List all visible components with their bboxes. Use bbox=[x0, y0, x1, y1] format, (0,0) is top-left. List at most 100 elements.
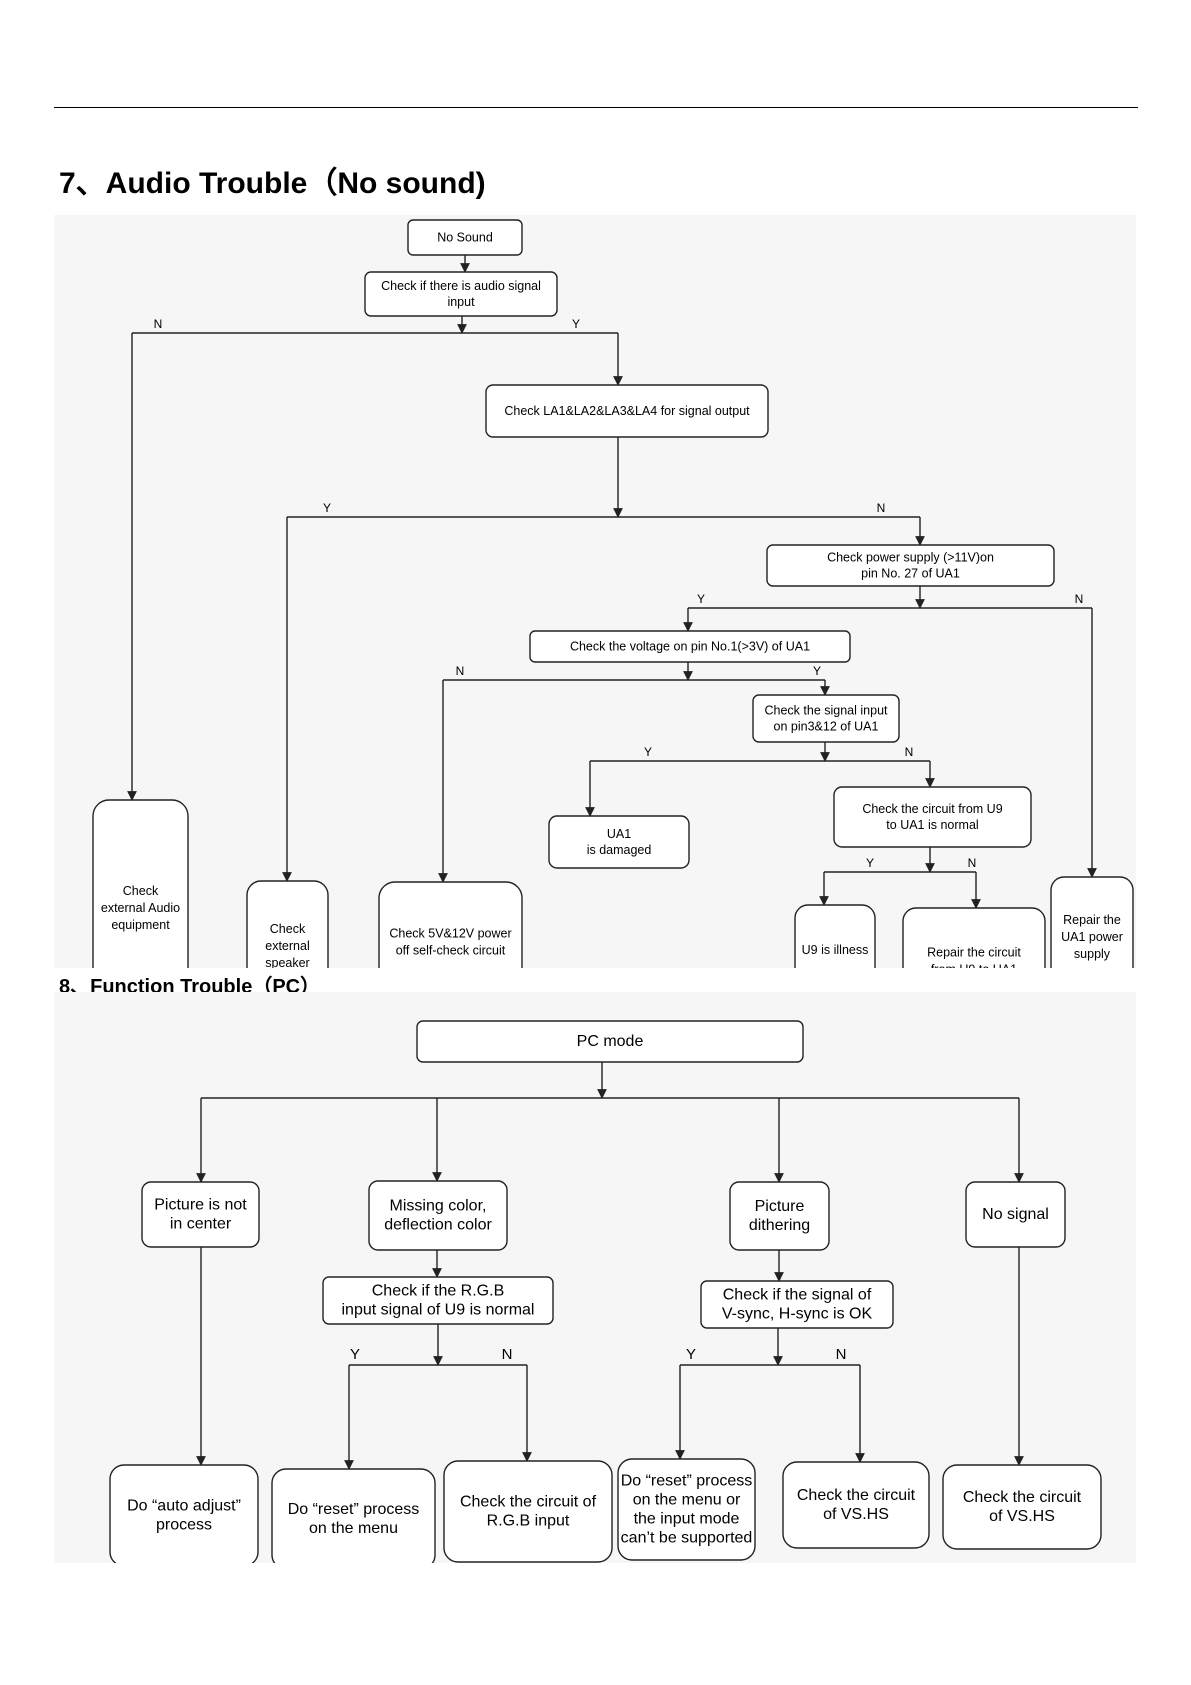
node-text-line: dithering bbox=[749, 1217, 810, 1234]
node-repair-u9-ua1: Repair the circuit from U9 to UA1 bbox=[902, 907, 1046, 969]
branch-label-input-y: Y bbox=[572, 317, 580, 331]
node-text-line: Check if the signal of bbox=[723, 1287, 872, 1304]
branch-label-signal-n: N bbox=[905, 745, 914, 759]
node-text-line: V-sync, H-sync is OK bbox=[722, 1306, 873, 1323]
node-check-vs-hs-2: Check the circuit of VS.HS bbox=[942, 1464, 1102, 1550]
node-text-line: process bbox=[156, 1517, 212, 1534]
node-text-line: Do “reset” process bbox=[621, 1473, 753, 1490]
node-text-line: Check if the R.G.B bbox=[372, 1283, 505, 1300]
node-check-audio-input: Check if there is audio signal input bbox=[364, 271, 558, 317]
branch-label-rgb-n: N bbox=[502, 1346, 513, 1363]
node-picture-not-center: Picture is not in center bbox=[141, 1181, 260, 1248]
node-u9-illness: U9 is illness bbox=[794, 904, 876, 968]
branch-label-voltage-y: Y bbox=[813, 664, 821, 678]
node-text-line: on pin3&12 of UA1 bbox=[774, 720, 879, 734]
branch-label-la-n: N bbox=[877, 501, 886, 515]
node-check-la: Check LA1&LA2&LA3&LA4 for signal output bbox=[485, 384, 769, 438]
node-text-line: Check bbox=[123, 884, 159, 898]
node-text-line: Check the signal input bbox=[765, 704, 889, 718]
branch-label-vsync-y: Y bbox=[686, 1346, 696, 1363]
node-text-line: pin No. 27 of UA1 bbox=[861, 567, 960, 581]
node-text-line: of VS.HS bbox=[823, 1506, 889, 1523]
node-text-line: Check the circuit from U9 bbox=[862, 802, 1002, 816]
node-check-rgb-circuit: Check the circuit of R.G.B input bbox=[443, 1460, 613, 1563]
node-auto-adjust: Do “auto adjust” process bbox=[109, 1464, 259, 1563]
node-text-line: can’t be supported bbox=[621, 1530, 753, 1547]
node-text-line: is damaged bbox=[587, 843, 652, 857]
node-check-circuit-u9: Check the circuit from U9 to UA1 is norma… bbox=[833, 786, 1032, 848]
branch-label-circuit-n: N bbox=[968, 856, 977, 870]
page-header-rule bbox=[54, 107, 1138, 108]
node-text-line: of VS.HS bbox=[989, 1508, 1055, 1525]
node-text-line: Missing color, bbox=[390, 1198, 487, 1215]
node-text-line: R.G.B input bbox=[487, 1513, 570, 1530]
node-check-rgb: Check if the R.G.B input signal of U9 is … bbox=[322, 1276, 554, 1325]
node-text-line: UA1 power bbox=[1061, 930, 1123, 944]
node-text-line: Check the voltage on pin No.1(>3V) of UA… bbox=[570, 640, 810, 654]
branch-label-power-y: Y bbox=[697, 592, 705, 606]
node-text-line: in center bbox=[170, 1216, 232, 1233]
node-text-line: Check bbox=[270, 922, 306, 936]
node-text-line: Do “auto adjust” bbox=[127, 1498, 241, 1515]
node-check-power: Check power supply (>11V)on pin No. 27 of… bbox=[766, 544, 1055, 587]
node-text-line: No Sound bbox=[437, 231, 493, 245]
node-text-line: Repair the circuit bbox=[927, 946, 1021, 960]
branch-label-input-n: N bbox=[154, 317, 163, 331]
node-text-line: U9 is illness bbox=[802, 943, 869, 957]
node-text-line: No signal bbox=[982, 1206, 1049, 1223]
section-title-audio-trouble: 7、Audio Trouble（No sound) bbox=[59, 167, 486, 200]
node-text-line: PC mode bbox=[577, 1033, 644, 1050]
node-text-line: input bbox=[447, 295, 475, 309]
branch-label-circuit-y: Y bbox=[866, 856, 874, 870]
node-no-signal: No signal bbox=[965, 1181, 1066, 1248]
node-text-line: Picture is not bbox=[154, 1197, 247, 1214]
node-text-line: the input mode bbox=[634, 1511, 740, 1528]
branch-label-voltage-n: N bbox=[456, 664, 465, 678]
node-check-signal-pin: Check the signal input on pin3&12 of UA1 bbox=[752, 694, 900, 743]
node-text-line: UA1 bbox=[607, 827, 631, 841]
node-text-line: Check the circuit bbox=[963, 1489, 1082, 1506]
node-text-line: Check if there is audio signal bbox=[381, 279, 541, 293]
node-text-line: external Audio bbox=[101, 901, 180, 915]
node-text-line: Check the circuit of bbox=[460, 1494, 597, 1511]
node-text-line: on the menu bbox=[309, 1520, 398, 1537]
node-text-line: input signal of U9 is normal bbox=[342, 1302, 535, 1319]
node-ua1-damaged: UA1 is damaged bbox=[548, 815, 690, 869]
node-text-line: supply bbox=[1074, 947, 1111, 961]
node-text-line: to UA1 is normal bbox=[886, 818, 978, 832]
node-text-line: external bbox=[265, 939, 309, 953]
branch-label-rgb-y: Y bbox=[350, 1346, 360, 1363]
node-check-voltage: Check the voltage on pin No.1(>3V) of UA… bbox=[529, 630, 851, 663]
node-missing-color: Missing color, deflection color bbox=[368, 1180, 508, 1251]
node-no-sound: No Sound bbox=[407, 219, 523, 256]
node-text-line: on the menu or bbox=[633, 1492, 741, 1509]
node-text-line: Picture bbox=[755, 1198, 805, 1215]
branch-label-la-y: Y bbox=[323, 501, 331, 515]
node-text-line: off self-check circuit bbox=[396, 944, 506, 958]
node-check-vs-hs-1: Check the circuit of VS.HS bbox=[782, 1461, 930, 1549]
node-check-external-speaker: Check external speaker bbox=[246, 880, 329, 968]
node-picture-dithering: Picture dithering bbox=[729, 1181, 830, 1251]
branch-label-signal-y: Y bbox=[644, 745, 652, 759]
node-pc-mode: PC mode bbox=[416, 1020, 804, 1063]
node-text-line: Check LA1&LA2&LA3&LA4 for signal output bbox=[504, 404, 750, 418]
node-text-line: Check the circuit bbox=[797, 1487, 916, 1504]
branch-label-power-n: N bbox=[1075, 592, 1084, 606]
node-text-line: deflection color bbox=[384, 1217, 492, 1234]
node-text-line: from U9 to UA1 bbox=[931, 963, 1017, 969]
node-text-line: speaker bbox=[265, 956, 309, 968]
branch-label-vsync-n: N bbox=[836, 1346, 847, 1363]
node-text-line: Do “reset” process bbox=[288, 1501, 420, 1518]
node-text-line: Repair the bbox=[1063, 913, 1121, 927]
node-check-vsync: Check if the signal of V-sync, H-sync is … bbox=[700, 1280, 894, 1329]
node-check-external-audio: Check external Audio equipment bbox=[92, 799, 189, 968]
node-reset-menu-mode: Do “reset” process on the menu or the inpu… bbox=[617, 1458, 756, 1561]
node-text-line: equipment bbox=[111, 918, 170, 932]
node-text-line: Check power supply (>11V)on bbox=[827, 551, 994, 565]
